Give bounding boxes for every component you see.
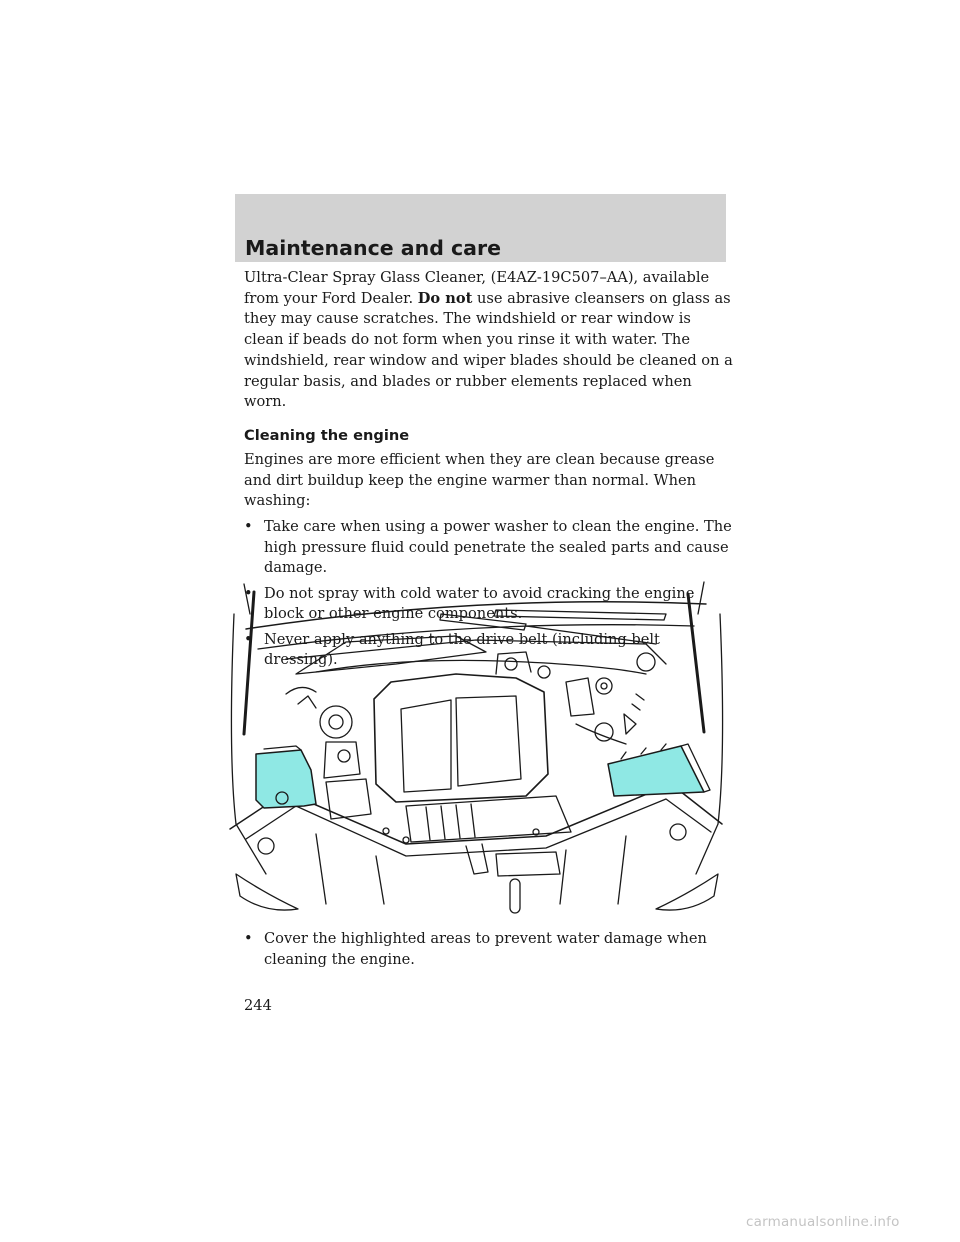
list-item: • Take care when using a power washer to … — [244, 517, 734, 579]
bullet-glyph: • — [244, 518, 253, 536]
bullet-text: Take care when using a power washer to c… — [264, 518, 732, 577]
section-title: Maintenance and care — [245, 236, 502, 260]
watermark: carmanualsonline.info — [746, 1214, 900, 1230]
page-body: Ultra-Clear Spray Glass Cleaner, (E4AZ-1… — [244, 268, 734, 675]
intro-paragraph: Ultra-Clear Spray Glass Cleaner, (E4AZ-1… — [244, 268, 734, 413]
bullet-text: Cover the highlighted areas to prevent w… — [264, 930, 707, 968]
list-item: • Cover the highlighted areas to prevent … — [244, 929, 734, 970]
cover-instruction-list: • Cover the highlighted areas to prevent … — [244, 929, 734, 970]
intro-text-before: Ultra-Clear Spray Glass Cleaner, (E4AZ-1… — [244, 269, 710, 307]
section-paragraph: Engines are more efficient when they are… — [244, 450, 715, 510]
page-number: 244 — [244, 997, 272, 1014]
intro-text-after: use abrasive cleansers on glass as they … — [244, 289, 733, 411]
section-header-band: Maintenance and care — [235, 194, 726, 262]
bullet-glyph: • — [244, 930, 253, 947]
bullet-glyph: • — [244, 584, 253, 602]
engine-compartment-illustration — [226, 574, 728, 922]
section-heading: Cleaning the engine — [244, 426, 410, 444]
bullet-glyph: • — [244, 630, 253, 648]
intro-bold-warning: Do not — [417, 289, 473, 307]
